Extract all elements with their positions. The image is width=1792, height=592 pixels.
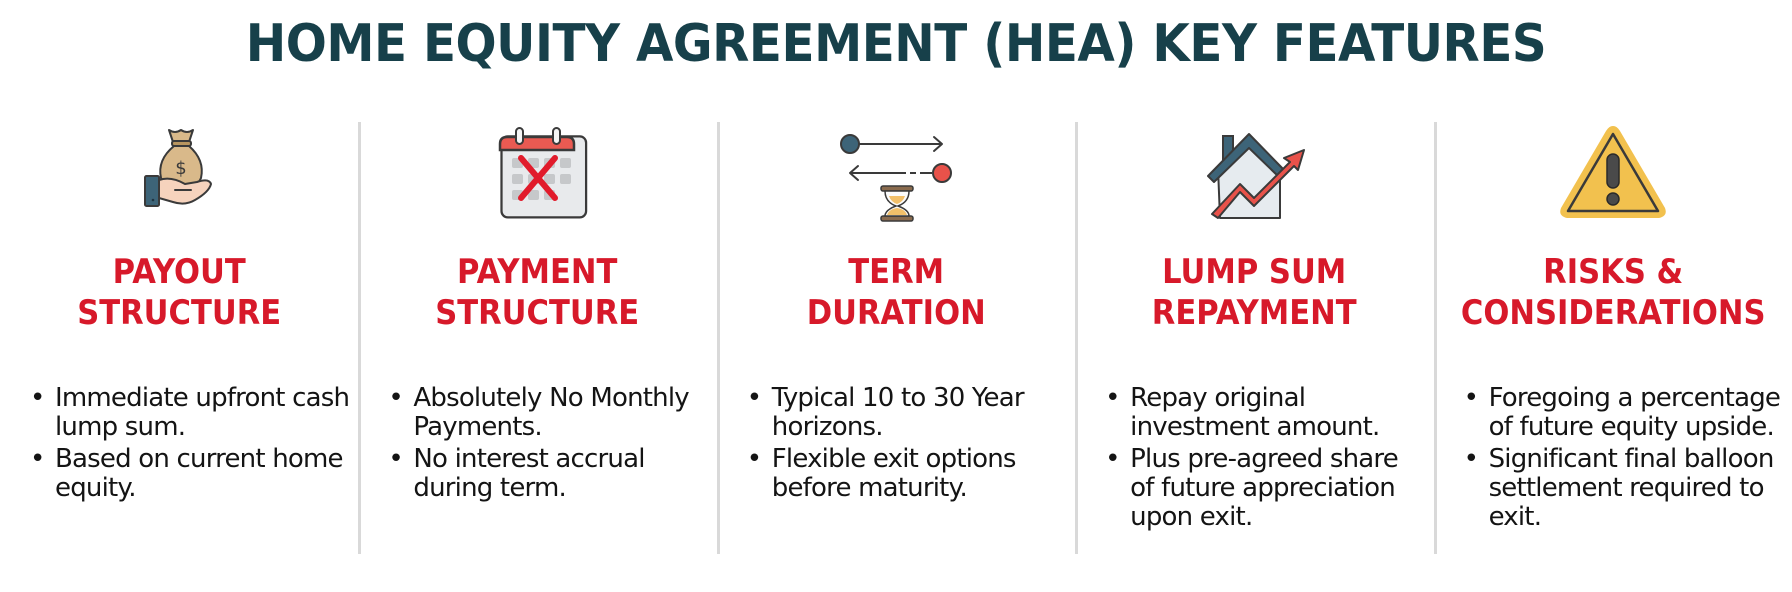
svg-text:$: $	[175, 158, 186, 179]
feature-heading: LUMP SUM REPAYMENT	[1151, 252, 1357, 333]
list-item: Significant final balloon settlement req…	[1464, 445, 1784, 532]
feature-bullet-list: Immediate upfront cash lump sum. Based o…	[30, 384, 350, 506]
feature-columns: $ PAYOUT STRUCTURE Immediate upfront cas…	[0, 122, 1792, 558]
calendar-cross-icon	[498, 127, 587, 219]
list-item: Absolutely No Monthly Payments.	[388, 384, 708, 442]
list-item: Plus pre-agreed share of future apprecia…	[1105, 445, 1425, 532]
house-growth-arrow-icon	[1207, 133, 1306, 219]
feature-payout-structure: $ PAYOUT STRUCTURE Immediate upfront cas…	[0, 122, 358, 558]
feature-term-duration: TERM DURATION Typical 10 to 30 Year hori…	[716, 122, 1075, 558]
list-item: Foregoing a percentage of future equity …	[1464, 384, 1784, 442]
feature-risks-considerations: RISKS & CONSIDERATIONS Foregoing a perce…	[1433, 122, 1792, 558]
list-item: Typical 10 to 30 Year horizons.	[747, 384, 1067, 442]
money-bag-hand-icon: $	[144, 129, 213, 207]
page-title: HOME EQUITY AGREEMENT (HEA) KEY FEATURES	[245, 14, 1547, 74]
list-item: Immediate upfront cash lump sum.	[30, 384, 350, 442]
feature-heading: PAYMENT STRUCTURE	[435, 252, 640, 333]
feature-lump-sum-repayment: LUMP SUM REPAYMENT Repay original invest…	[1075, 122, 1433, 558]
list-item: Repay original investment amount.	[1105, 384, 1425, 442]
feature-heading: RISKS & CONSIDERATIONS	[1460, 252, 1766, 333]
list-item: No interest accrual during term.	[388, 445, 708, 503]
warning-triangle-icon	[1560, 126, 1666, 218]
feature-heading: TERM DURATION	[806, 252, 986, 333]
feature-bullet-list: Repay original investment amount. Plus p…	[1105, 384, 1425, 535]
feature-heading: PAYOUT STRUCTURE	[77, 252, 282, 333]
timeline-hourglass-icon	[839, 134, 952, 222]
list-item: Based on current home equity.	[30, 445, 350, 503]
feature-bullet-list: Absolutely No Monthly Payments. No inter…	[388, 384, 708, 506]
list-item: Flexible exit options before maturity.	[747, 445, 1067, 503]
feature-bullet-list: Typical 10 to 30 Year horizons. Flexible…	[747, 384, 1067, 506]
feature-payment-structure: PAYMENT STRUCTURE Absolutely No Monthly …	[358, 122, 716, 558]
feature-bullet-list: Foregoing a percentage of future equity …	[1464, 384, 1784, 535]
